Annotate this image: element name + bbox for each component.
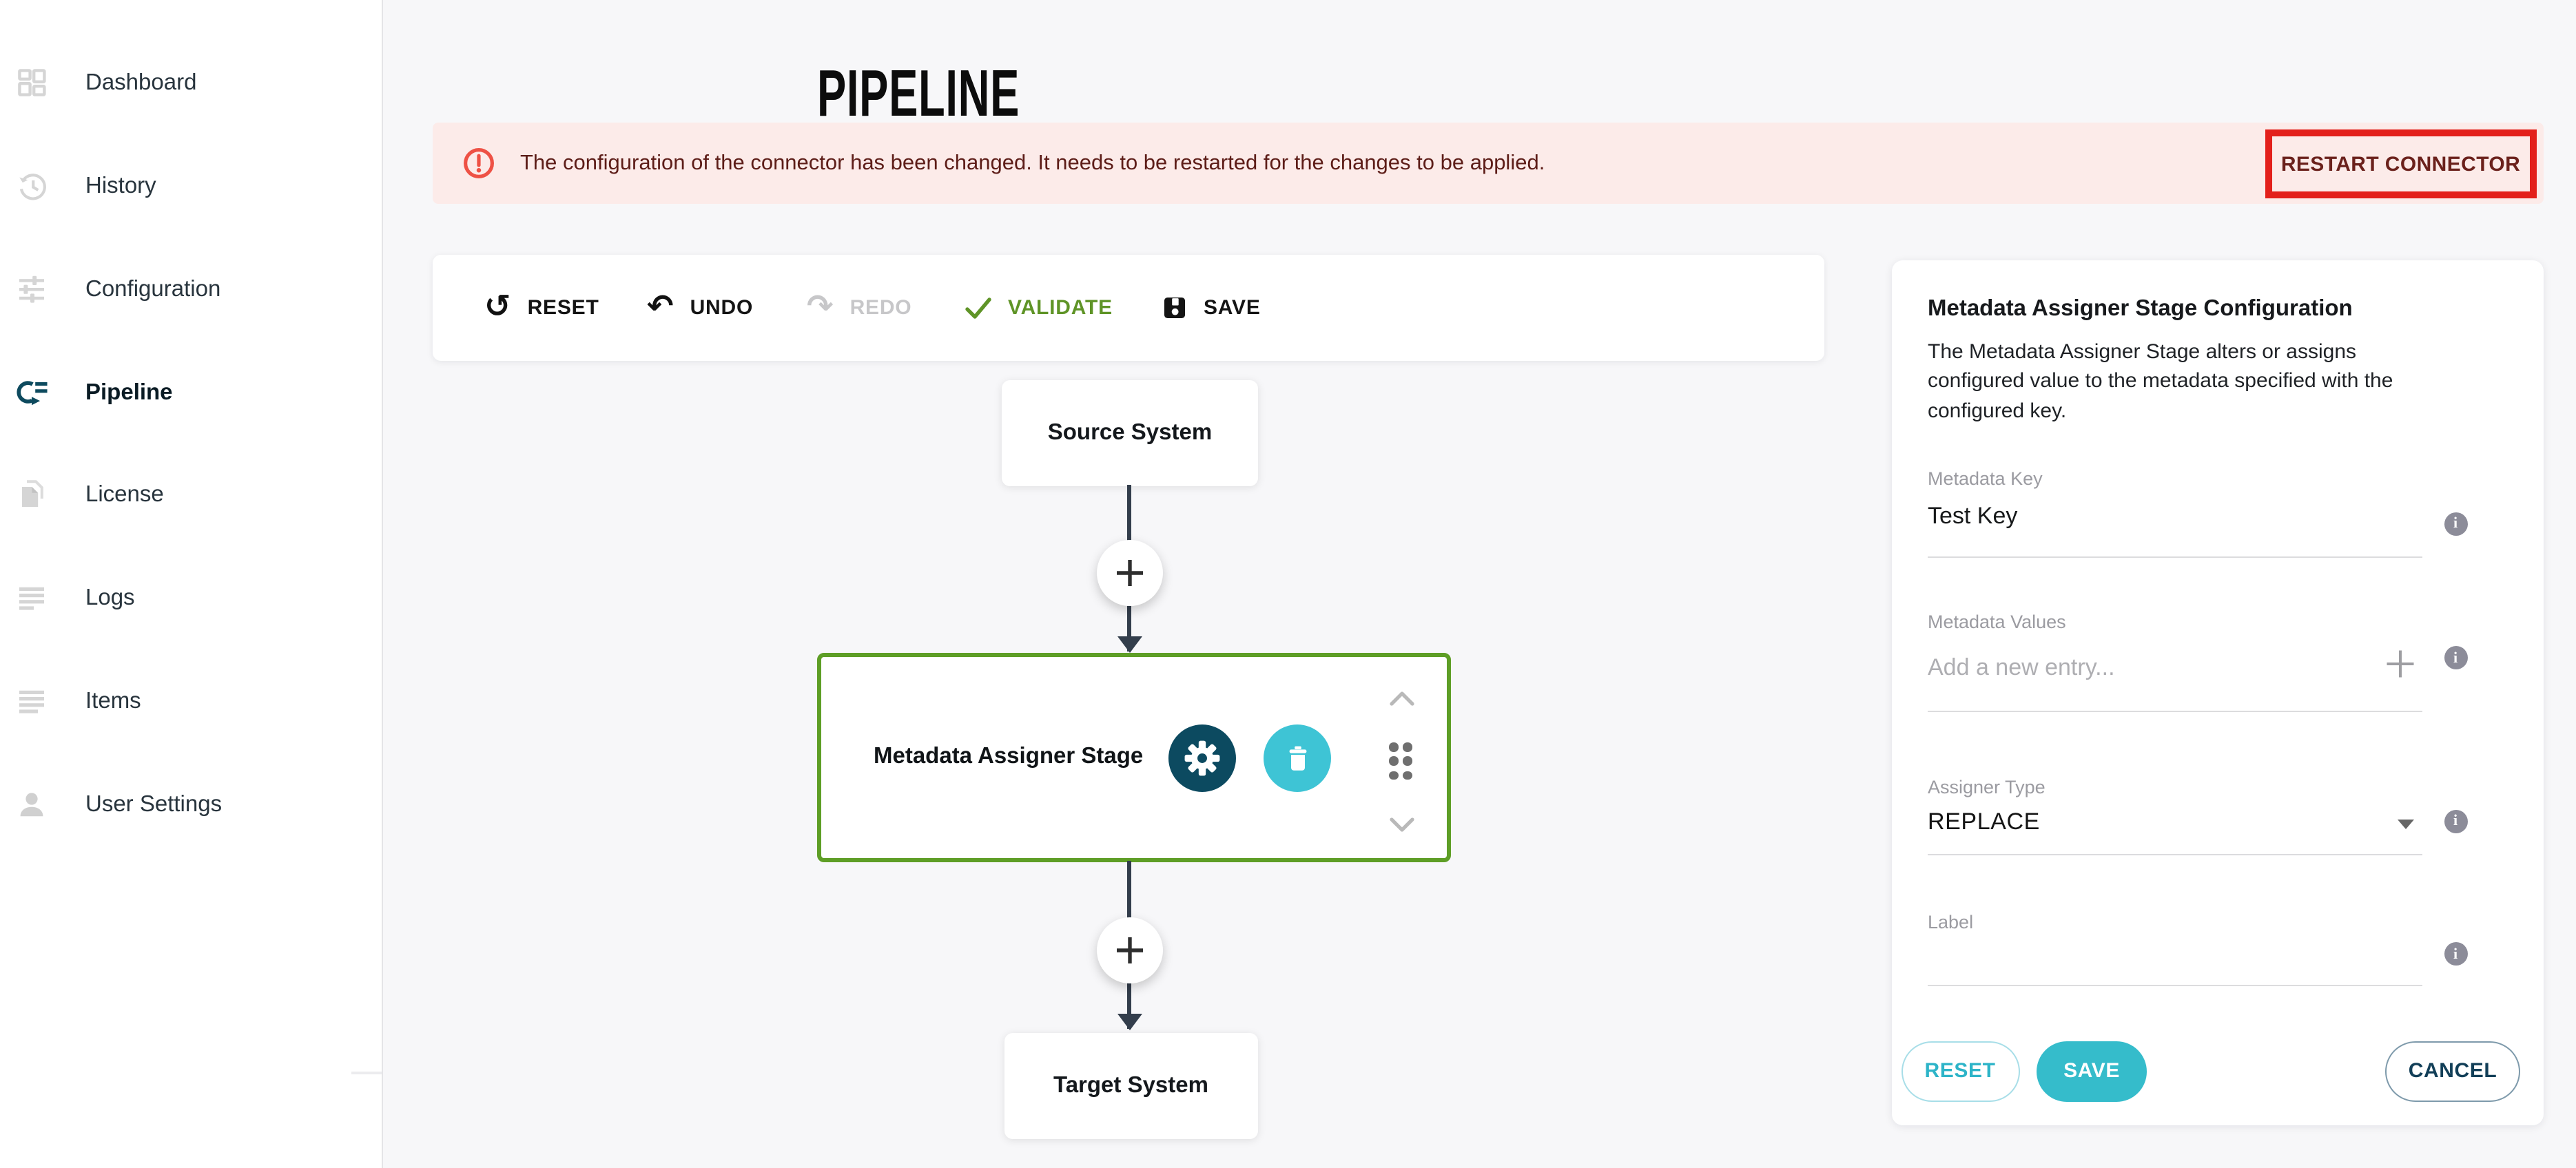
label-field-label: Label bbox=[1928, 912, 1974, 932]
trash-icon bbox=[1288, 745, 1306, 770]
chevron-down-icon[interactable] bbox=[2397, 820, 2413, 829]
sidebar-item-label: Logs bbox=[85, 585, 135, 609]
source-system-node: Source System bbox=[1002, 380, 1258, 486]
metadata-key-label: Metadata Key bbox=[1928, 468, 2043, 489]
pipeline-toolbar: ↺ RESET ↶ UNDO ↷ REDO VALIDATE bbox=[432, 255, 1824, 361]
add-entry-button[interactable] bbox=[2382, 645, 2419, 682]
metadata-values-label: Metadata Values bbox=[1928, 612, 2066, 632]
sidebar-item-label: Dashboard bbox=[85, 70, 197, 94]
panel-cancel-button[interactable]: CANCEL bbox=[2385, 1041, 2520, 1101]
panel-title: Metadata Assigner Stage Configuration bbox=[1928, 296, 2353, 321]
arrow-down-icon bbox=[1117, 1013, 1142, 1030]
reset-button[interactable]: ↺ RESET bbox=[484, 289, 599, 325]
info-icon[interactable]: i bbox=[2444, 646, 2467, 669]
alert-circle-icon bbox=[461, 146, 495, 180]
main-content: PIPELINE The configuration of the connec… bbox=[383, 0, 2576, 1168]
sidebar-item-label: Pipeline bbox=[85, 379, 173, 404]
sidebar-item-dashboard[interactable]: Dashboard bbox=[0, 41, 380, 124]
floppy-save-icon bbox=[1161, 295, 1187, 321]
panel-description: The Metadata Assigner Stage alters or as… bbox=[1928, 340, 2393, 423]
plus-icon bbox=[1116, 559, 1142, 585]
sidebar-item-label: Items bbox=[85, 688, 141, 713]
history-icon bbox=[14, 168, 50, 204]
items-icon bbox=[14, 683, 50, 719]
panel-save-button[interactable]: SAVE bbox=[2037, 1041, 2147, 1101]
move-stage-down-button[interactable] bbox=[1388, 816, 1414, 833]
pipeline-icon bbox=[14, 375, 50, 410]
move-stage-up-button[interactable] bbox=[1388, 689, 1414, 706]
validate-button[interactable]: VALIDATE bbox=[964, 255, 1113, 361]
assigner-type-select[interactable]: REPLACE bbox=[1928, 809, 2040, 835]
sidebar-item-license[interactable]: License bbox=[0, 453, 380, 536]
sidebar-item-label: History bbox=[85, 173, 156, 198]
info-icon[interactable]: i bbox=[2444, 809, 2467, 833]
sidebar-item-label: Configuration bbox=[85, 276, 221, 301]
save-button[interactable]: SAVE bbox=[1161, 255, 1261, 361]
sidebar-item-items[interactable]: Items bbox=[0, 660, 380, 742]
add-stage-button-bottom[interactable] bbox=[1096, 917, 1162, 983]
dashboard-icon bbox=[14, 65, 50, 101]
assigner-type-label: Assigner Type bbox=[1928, 777, 2046, 797]
metadata-values-input[interactable] bbox=[1928, 654, 2341, 682]
user-icon bbox=[14, 786, 50, 822]
undo-icon: ↶ bbox=[647, 289, 674, 325]
metadata-assigner-stage-node[interactable]: Metadata Assigner Stage bbox=[817, 652, 1451, 862]
metadata-key-input[interactable] bbox=[1928, 503, 2341, 530]
logs-icon bbox=[14, 580, 50, 616]
label-field: Label bbox=[1928, 912, 2422, 985]
stage-settings-button[interactable] bbox=[1168, 724, 1236, 792]
sidebar-item-pipeline[interactable]: Pipeline bbox=[0, 351, 380, 434]
undo-button[interactable]: ↶ UNDO bbox=[647, 289, 754, 325]
restart-connector-button[interactable]: RESTART CONNECTOR bbox=[2265, 129, 2536, 198]
add-stage-button-top[interactable] bbox=[1096, 539, 1162, 605]
source-system-label: Source System bbox=[1047, 420, 1213, 445]
sidebar-item-configuration[interactable]: Configuration bbox=[0, 248, 380, 331]
assigner-type-field: Assigner Type REPLACE bbox=[1928, 777, 2422, 855]
plus-icon bbox=[2387, 649, 2414, 677]
stage-label: Metadata Assigner Stage bbox=[874, 744, 1144, 769]
sidebar-item-label: User Settings bbox=[85, 791, 223, 816]
metadata-key-field: Metadata Key bbox=[1928, 468, 2422, 558]
plus-icon bbox=[1116, 937, 1142, 963]
license-icon bbox=[14, 477, 50, 512]
sidebar-divider bbox=[351, 1072, 382, 1074]
arrow-down-icon bbox=[1117, 636, 1142, 652]
restart-warning-banner: The configuration of the connector has b… bbox=[432, 123, 2544, 204]
stage-delete-button[interactable] bbox=[1264, 724, 1331, 792]
stage-configuration-panel: Metadata Assigner Stage Configuration Th… bbox=[1891, 260, 2544, 1125]
panel-reset-button[interactable]: RESET bbox=[1901, 1041, 2019, 1101]
sidebar: Dashboard History Configuration bbox=[0, 0, 383, 1168]
redo-button[interactable]: ↷ REDO bbox=[807, 289, 912, 325]
label-input[interactable] bbox=[1928, 946, 2341, 974]
banner-message: The configuration of the connector has b… bbox=[520, 151, 1545, 174]
sidebar-item-history[interactable]: History bbox=[0, 145, 380, 227]
metadata-values-field: Metadata Values bbox=[1928, 612, 2422, 711]
target-system-label: Target System bbox=[1053, 1072, 1208, 1097]
page-title: PIPELINE bbox=[817, 58, 1020, 132]
sidebar-item-logs[interactable]: Logs bbox=[0, 556, 380, 639]
gear-icon bbox=[1184, 740, 1220, 776]
sidebar-item-label: License bbox=[85, 481, 164, 506]
redo-icon: ↷ bbox=[807, 289, 834, 325]
tune-icon bbox=[14, 271, 50, 307]
info-icon[interactable]: i bbox=[2444, 942, 2467, 966]
sidebar-item-user-settings[interactable]: User Settings bbox=[0, 763, 380, 846]
info-icon[interactable]: i bbox=[2444, 512, 2467, 535]
drag-handle[interactable] bbox=[1389, 742, 1412, 780]
check-icon bbox=[964, 296, 991, 320]
reset-icon: ↺ bbox=[484, 289, 511, 325]
target-system-node: Target System bbox=[1004, 1032, 1258, 1138]
restart-connector-label: RESTART CONNECTOR bbox=[2280, 152, 2521, 176]
